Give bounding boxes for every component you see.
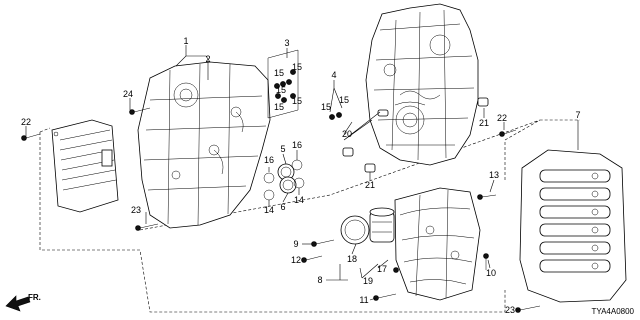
assembly-boundary — [39, 119, 580, 313]
front-direction-arrow: FR. — [5, 293, 41, 312]
callout-14-left: 14 — [264, 205, 274, 215]
seal-pair — [329, 112, 342, 120]
valve-body-assembly — [519, 149, 627, 303]
callout-19: 19 — [363, 276, 373, 286]
callout-20: 20 — [342, 129, 352, 139]
callout-15-d: 15 — [292, 96, 302, 106]
assembly-boundary-upper — [39, 119, 541, 231]
transmission-case — [365, 3, 479, 166]
control-unit — [51, 119, 119, 213]
callout-10: 10 — [486, 268, 496, 278]
callout-labels: 1 2 3 4 5 6 7 8 9 10 11 12 13 14 14 15 1… — [21, 36, 581, 315]
callout-4: 4 — [331, 70, 336, 80]
callout-2: 2 — [205, 54, 210, 64]
callout-15-b: 15 — [292, 62, 302, 72]
callout-21-bottom: 21 — [365, 180, 375, 190]
dowel-pins — [342, 97, 489, 173]
callout-1: 1 — [183, 36, 188, 46]
callout-15-g: 15 — [339, 95, 349, 105]
filter-solenoid — [340, 207, 395, 245]
callout-21-top: 21 — [479, 118, 489, 128]
callout-17: 17 — [377, 264, 387, 274]
callout-22-right: 22 — [497, 113, 507, 123]
valve-body-housing — [137, 61, 271, 229]
callout-23-left: 23 — [131, 205, 141, 215]
bolts — [21, 107, 541, 313]
wire-harness — [394, 187, 481, 301]
callout-8: 8 — [317, 275, 322, 285]
callout-14-right: 14 — [294, 195, 304, 205]
callout-6: 6 — [280, 202, 285, 212]
callout-15-f: 15 — [321, 102, 331, 112]
callout-13: 13 — [489, 170, 499, 180]
callout-16-right: 16 — [292, 140, 302, 150]
callout-7: 7 — [575, 110, 580, 120]
callout-24: 24 — [123, 89, 133, 99]
seal-rings — [263, 159, 305, 201]
leader-lines — [25, 45, 579, 311]
callout-15-a: 15 — [274, 68, 284, 78]
front-direction-label: FR. — [28, 293, 41, 302]
callout-5: 5 — [280, 144, 285, 154]
seal-cluster — [267, 49, 299, 119]
callout-11: 11 — [359, 295, 368, 305]
callout-15-c: 15 — [274, 102, 284, 112]
callout-12: 12 — [291, 255, 301, 265]
diagram-code: TYA4A0800 — [591, 307, 634, 316]
callout-9: 9 — [293, 239, 298, 249]
callout-23-right: 23 — [505, 305, 515, 315]
callout-22-left: 22 — [21, 117, 31, 127]
callout-18: 18 — [347, 254, 357, 264]
callout-15-e: 15 — [276, 85, 286, 95]
callout-16-left: 16 — [264, 155, 274, 165]
callout-3: 3 — [284, 38, 289, 48]
